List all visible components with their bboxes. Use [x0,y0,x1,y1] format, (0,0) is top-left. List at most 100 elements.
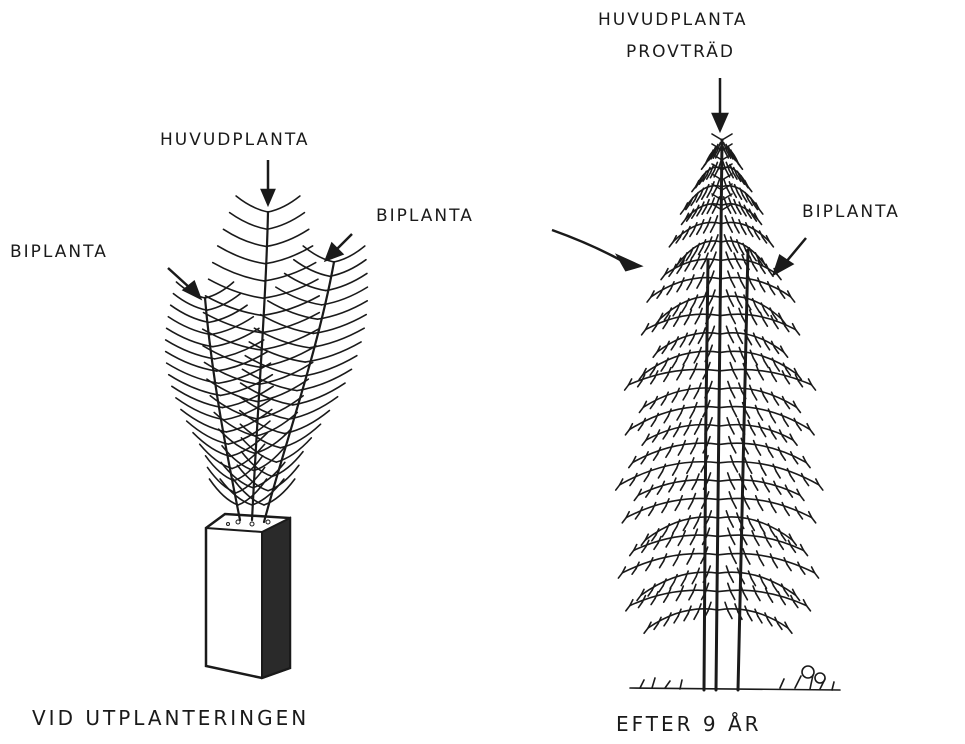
needle-tuft [672,361,676,367]
needle [230,213,267,230]
needle-tuft [702,328,705,336]
needle-tuft [674,575,677,582]
needle-tuft [729,335,733,343]
needle-tuft [751,283,755,290]
needle-tuft [666,541,670,547]
needle-tuft [798,513,802,519]
needle-tuft [682,531,685,539]
label-side-plant-left-b: BIPLANTA [376,206,474,226]
caption-at-planting: VID UTPLANTERINGEN [32,706,309,730]
needle-tuft [764,310,768,316]
needle-tuft [739,164,743,169]
needle-tuft [699,248,703,255]
needle-tuft [684,614,688,621]
needle-tuft [699,300,703,307]
needle-tuft [750,524,754,531]
needle-tuft [688,420,691,428]
needle-tuft [759,575,762,582]
needle-tuft [769,242,773,247]
needle-tuft [791,547,795,553]
needle-tuft [757,448,761,455]
needle [173,294,207,311]
needle-tuft [726,290,729,299]
needle-tuft [798,381,802,387]
needle-tuft [775,365,779,371]
needle-tuft [772,375,776,381]
needle-tuft [674,430,678,436]
needle-tuft [791,297,795,302]
needle-tuft [689,592,693,599]
needle-tuft [771,289,775,295]
needle-tuft [815,573,819,578]
needle-tuft [738,419,741,427]
needle [294,260,330,277]
needle-tuft [806,462,810,467]
label-side-plant-left-a: BIPLANTA [10,242,108,262]
needle-tuft [661,274,665,279]
needle-tuft [762,468,766,475]
needle-tuft [635,513,639,519]
needle [168,317,211,335]
needle-tuft [742,255,745,263]
needle-tuft [748,466,752,473]
needle [226,409,271,431]
needle-tuft [758,519,761,526]
needle-tuft [761,267,765,273]
needle-tuft [681,365,684,373]
needle-tuft [683,358,687,365]
needle-tuft [731,354,735,362]
needle-tuft [806,606,810,611]
needle-tuft [796,595,800,600]
needle-tuft [686,299,689,306]
needle-tuft [663,433,667,439]
needle-tuft [796,407,800,412]
needle-tuft [762,582,766,588]
needle [204,313,262,333]
needle-tuft [775,399,779,405]
needle-tuft [751,428,755,435]
needle-tuft [709,261,713,269]
needle [264,263,316,281]
needle-tuft [758,413,762,420]
needle-tuft [729,261,733,269]
caption-after-nine-years: EFTER 9 ÅR [616,712,762,736]
leader-tuft [712,134,732,140]
needle-tuft [792,540,796,545]
needle-tuft [690,230,694,236]
needle-tuft [757,340,761,346]
needle-tuft [626,606,630,611]
needle-tuft [726,511,729,520]
needle-tuft [753,393,757,400]
needle-tuft [748,338,752,345]
needle [268,196,300,212]
needle-tuft [746,411,750,418]
needle [266,229,309,246]
needle-tuft [684,318,688,325]
needle-tuft [762,430,766,436]
needle-tuft [774,322,778,328]
needle-tuft [653,352,657,357]
needle-tuft [693,584,696,592]
needle-tuft [680,483,684,490]
needle-tuft [777,488,781,494]
needle-tuft [638,425,642,431]
needle-tuft [751,476,754,484]
needle-tuft [729,519,733,527]
needle-tuft [675,503,679,510]
needle-tuft [638,381,642,387]
label-side-plant-right: BIPLANTA [802,202,900,222]
needle-tuft [618,573,622,578]
needle-tuft [674,616,678,622]
needle-tuft [800,495,804,500]
needle-tuft [642,440,646,445]
needle-tuft [644,475,648,481]
needle-tuft [695,427,699,434]
needle-tuft [728,611,732,619]
needle-tuft [735,604,738,612]
needle-tuft [651,378,655,384]
needle-tuft [773,464,776,471]
needle-tuft [644,628,648,633]
needle-tuft [687,557,691,564]
needle-tuft [766,344,770,350]
needle-tuft [647,297,651,302]
